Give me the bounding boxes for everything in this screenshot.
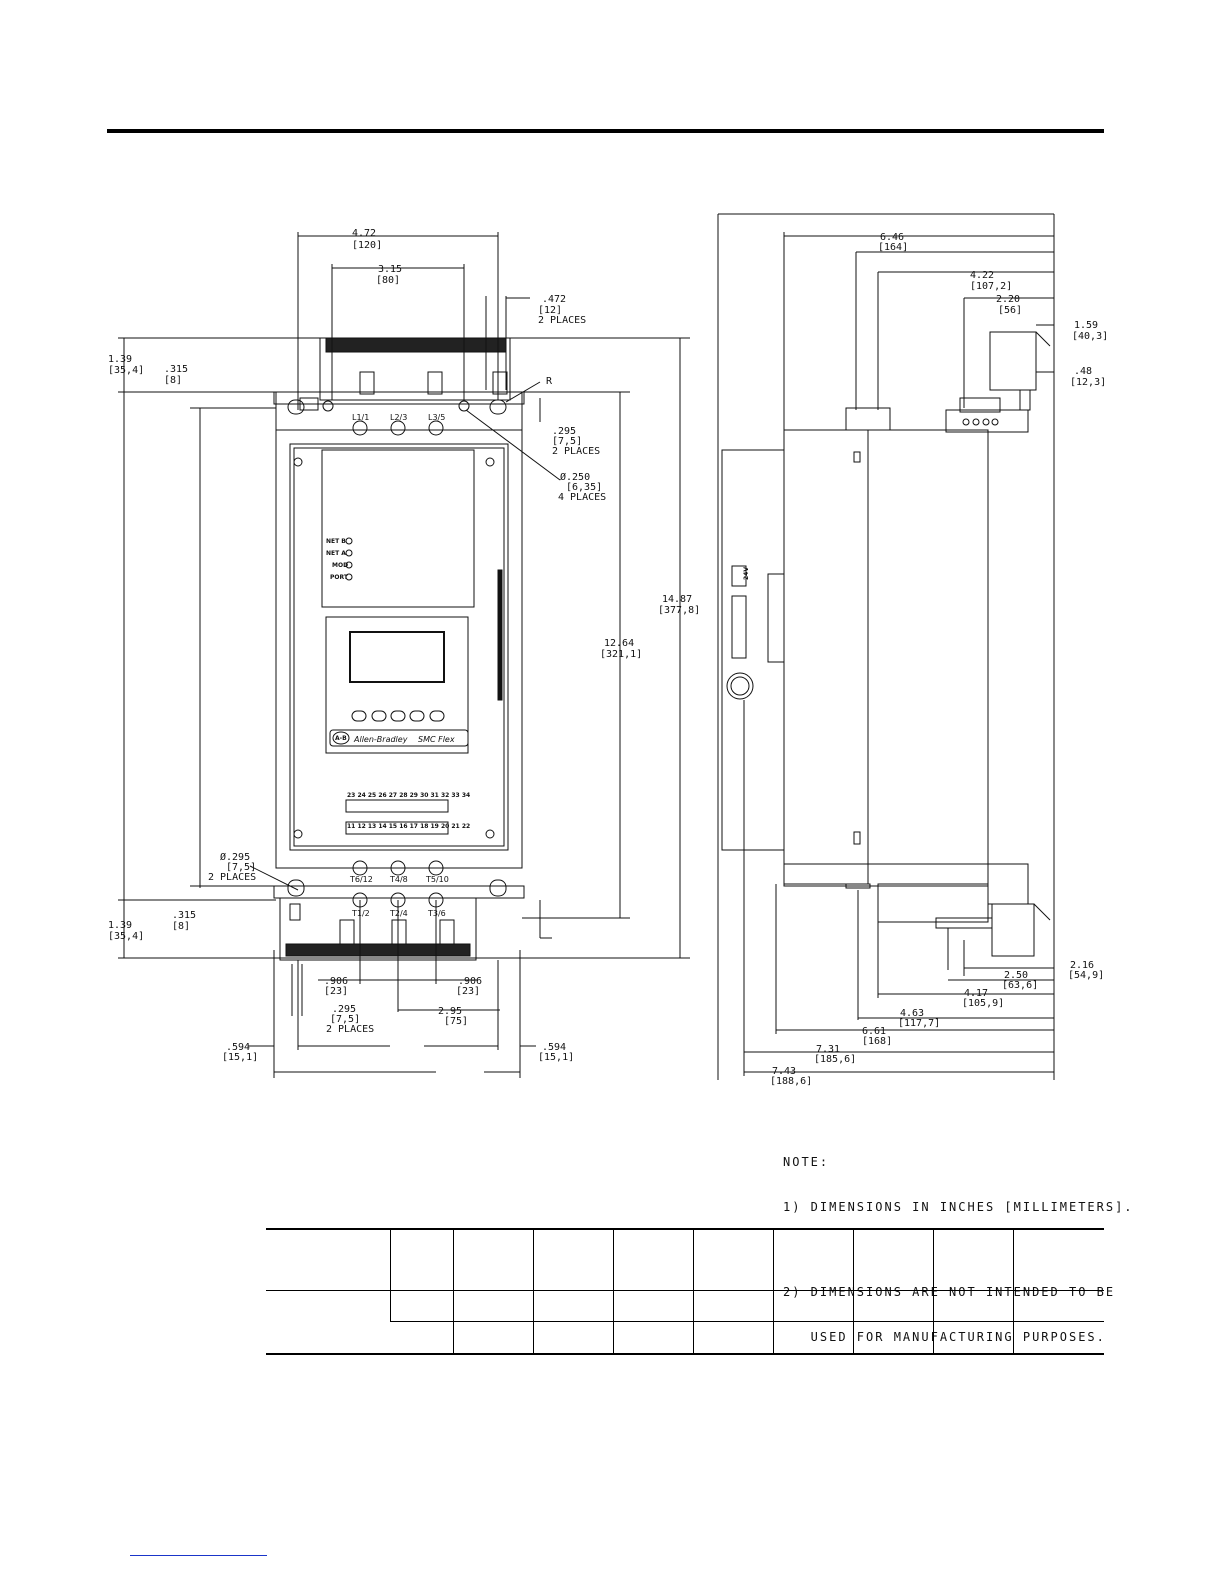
dim-139-bot: 1.39 bbox=[108, 920, 132, 931]
dim-48: .48 bbox=[1074, 366, 1092, 377]
dim-1487-mm: [377,8] bbox=[658, 605, 700, 616]
note-heading: NOTE: bbox=[783, 1155, 830, 1169]
terminal-t4: T4/8 bbox=[389, 875, 408, 884]
dim-295-bottom-mm: [7,5] bbox=[330, 1014, 360, 1025]
dim-472-top-mm: [120] bbox=[352, 240, 382, 251]
label-24v: 24V bbox=[743, 567, 750, 580]
dim-250-mm: [63,6] bbox=[1002, 980, 1038, 991]
dim-315-width-mm: [80] bbox=[376, 275, 400, 286]
hole-295: Ø.295 bbox=[220, 851, 250, 863]
dim-220-mm: [56] bbox=[998, 305, 1022, 316]
dim-731-mm: [185,6] bbox=[814, 1054, 856, 1065]
terminal-t6: T6/12 bbox=[349, 875, 373, 884]
dim-906-right-mm: [23] bbox=[456, 986, 480, 997]
dim-731: 7.31 bbox=[816, 1044, 840, 1055]
radius-label: R bbox=[546, 376, 553, 387]
dim-594-left-mm: [15,1] bbox=[222, 1052, 258, 1063]
dim-315-top-mm: [8] bbox=[164, 375, 182, 386]
terminal-t1: T1/2 bbox=[351, 909, 370, 918]
dim-1264: 12.64 bbox=[604, 638, 634, 649]
dim-139-bot-mm: [35,4] bbox=[108, 931, 144, 942]
dim-250: 2.50 bbox=[1004, 970, 1028, 981]
dimension-table bbox=[266, 1228, 1104, 1355]
terminal-l2: L2/3 bbox=[390, 413, 407, 422]
table-header-row bbox=[266, 1228, 1104, 1291]
dim-594-left: .594 bbox=[226, 1042, 250, 1053]
led-net-a: NET A bbox=[326, 550, 346, 557]
terminal-numbers-upper: 23 24 25 26 27 28 29 30 31 32 33 34 bbox=[347, 792, 470, 799]
dim-472: .472 bbox=[542, 294, 566, 305]
dim-295-side: .295 bbox=[552, 426, 576, 437]
terminal-numbers-lower: 11 12 13 14 15 16 17 18 19 20 21 22 bbox=[347, 823, 470, 830]
dim-1487: 14.87 bbox=[662, 594, 692, 605]
dim-295-bottom-places: 2 PLACES bbox=[326, 1024, 374, 1035]
dim-906-left: .906 bbox=[324, 976, 348, 987]
dim-661-mm: [168] bbox=[862, 1036, 892, 1047]
dim-594-right: .594 bbox=[542, 1042, 566, 1053]
dim-472-places: 2 PLACES bbox=[538, 315, 586, 326]
dim-472-top: 4.72 bbox=[352, 228, 376, 239]
note-1: 1) DIMENSIONS IN INCHES [MILLIMETERS]. bbox=[783, 1200, 1134, 1214]
dim-216-mm: [54,9] bbox=[1068, 970, 1104, 981]
hole-250: Ø.250 bbox=[560, 471, 590, 483]
ab-logo: A-B bbox=[335, 735, 347, 742]
terminal-t3: T3/6 bbox=[427, 909, 446, 918]
dim-216: 2.16 bbox=[1070, 960, 1094, 971]
brand-name: Allen-Bradley bbox=[353, 735, 408, 744]
terminal-t2: T2/4 bbox=[389, 909, 408, 918]
product-name: SMC Flex bbox=[418, 735, 455, 744]
dim-220: 2.20 bbox=[996, 294, 1020, 305]
dim-295-side-mm: [7,5] bbox=[552, 436, 582, 447]
dim-1264-mm: [321,1] bbox=[600, 649, 642, 660]
table-row bbox=[266, 1321, 1104, 1355]
top-rule bbox=[107, 129, 1104, 133]
dim-594-right-mm: [15,1] bbox=[538, 1052, 574, 1063]
dim-906-right: .906 bbox=[458, 976, 482, 987]
terminal-l1: L1/1 bbox=[352, 413, 369, 422]
table-row bbox=[266, 1290, 1104, 1355]
dim-743: 7.43 bbox=[772, 1066, 796, 1077]
hole-295-places: 2 PLACES bbox=[208, 872, 256, 883]
dim-422: 4.22 bbox=[970, 270, 994, 281]
hole-295-mm: [7,5] bbox=[226, 862, 256, 873]
dim-295-bottom: .295 bbox=[332, 1004, 356, 1015]
led-port: PORT bbox=[330, 574, 349, 581]
dim-743-mm: [188,6] bbox=[770, 1076, 812, 1087]
footer-link-underline[interactable] bbox=[130, 1555, 267, 1556]
dimension-drawing: 4.72 [120] 3.15 [80] .472 [12] 2 PLACES … bbox=[108, 213, 1108, 1087]
terminal-l3: L3/5 bbox=[428, 413, 445, 422]
led-mod: MOD bbox=[332, 562, 348, 569]
dim-661: 6.61 bbox=[862, 1026, 886, 1037]
dim-422-mm: [107,2] bbox=[970, 281, 1012, 292]
dim-315-width: 3.15 bbox=[378, 264, 402, 275]
dim-315-bot-mm: [8] bbox=[172, 921, 190, 932]
dim-159-mm: [40,3] bbox=[1072, 331, 1108, 342]
dim-646-mm: [164] bbox=[878, 242, 908, 253]
dim-48-mm: [12,3] bbox=[1070, 377, 1106, 388]
dim-139-top: 1.39 bbox=[108, 354, 132, 365]
terminal-t5: T5/10 bbox=[425, 875, 449, 884]
dim-472-mm: [12] bbox=[538, 305, 562, 316]
dim-417: 4.17 bbox=[964, 988, 988, 999]
led-net-b: NET B bbox=[326, 538, 346, 545]
dim-159: 1.59 bbox=[1074, 320, 1098, 331]
dim-295-spacing: 2.95 bbox=[438, 1006, 462, 1017]
dim-139-top-mm: [35,4] bbox=[108, 365, 144, 376]
dim-315-bot: .315 bbox=[172, 910, 196, 921]
hole-250-mm: [6,35] bbox=[566, 482, 602, 493]
hole-250-places: 4 PLACES bbox=[558, 492, 606, 503]
dim-295-spacing-mm: [75] bbox=[444, 1016, 468, 1027]
dim-906-left-mm: [23] bbox=[324, 986, 348, 997]
dim-295-side-places: 2 PLACES bbox=[552, 446, 600, 457]
dim-646: 6.46 bbox=[880, 232, 904, 243]
dim-315-top: .315 bbox=[164, 364, 188, 375]
dim-463: 4.63 bbox=[900, 1008, 924, 1019]
dim-417-mm: [105,9] bbox=[962, 998, 1004, 1009]
dim-463-mm: [117,7] bbox=[898, 1018, 940, 1029]
